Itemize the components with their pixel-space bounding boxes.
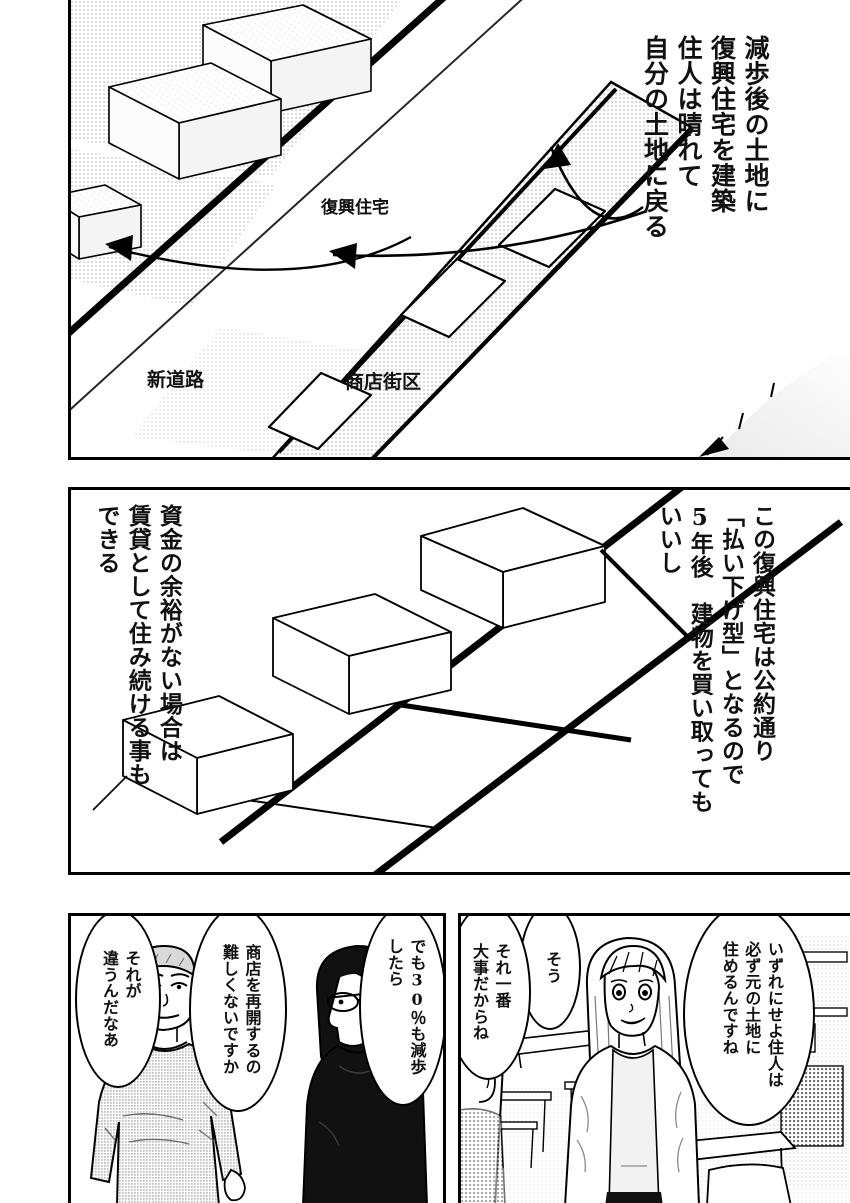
- label-new-road: 新道路: [147, 369, 205, 391]
- bubble-line: それ一番: [492, 943, 512, 1009]
- narration-line: 減歩後の土地に: [741, 35, 770, 214]
- bubble-line: 違うんだなあ: [100, 950, 119, 1048]
- bubble-line: それが: [122, 950, 142, 999]
- bubble-sore-ga-chigau: それが 違うんだなあ: [75, 916, 161, 1088]
- panel-1: 減歩後の土地に 復興住宅を建築 住人は晴れて 自分の土地に戻る 復興住宅 新道路…: [68, 0, 850, 460]
- bubble-line: 大事だからね: [470, 943, 489, 1041]
- bubble-line: いずれにせよ住人は: [764, 940, 784, 1088]
- bubble-line: 必ず元の土地に: [742, 940, 762, 1055]
- bubble-demo-30: でも30％も減歩 したら: [359, 916, 443, 1106]
- bubble-line: でも30％も減歩: [407, 937, 427, 1075]
- panel-1-narration: 減歩後の土地に 復興住宅を建築 住人は晴れて 自分の土地に戻る: [636, 35, 771, 239]
- panel-2: この復興住宅は公約通り 「払い下げ型」となるので 5年後 建物を買い取っても い…: [68, 487, 850, 875]
- bubble-izure-ni-seyo: いずれにせよ住人は 必ず元の土地に 住めるんですね: [683, 916, 815, 1126]
- panel-2-narration-right: この復興住宅は公約通り 「払い下げ型」となるので 5年後 建物を買い取っても い…: [651, 504, 776, 813]
- narration-line: 自分の土地に戻る: [640, 35, 670, 239]
- panel-3: それが 違うんだなあ 商店を再開するの 難しくないですか でも30％も減歩 した…: [68, 913, 446, 1203]
- panel-4: そう それ一番 大事だからね いずれにせよ住人は 必ず元の土地に 住めるんですね: [458, 913, 850, 1203]
- narration-line: 賃貸として住み続ける事も: [124, 504, 152, 786]
- narration-line: この復興住宅は公約通り: [748, 504, 776, 763]
- narration-line: できる: [93, 504, 121, 575]
- long-haired-woman-figure: [564, 936, 700, 1203]
- label-shopping-district: 商店街区: [345, 371, 422, 393]
- narration-line: 「払い下げ型」となるので: [717, 504, 745, 786]
- narration-line: いいし: [655, 504, 683, 575]
- bubble-line: 難しくないですか: [220, 943, 239, 1075]
- narration-line: 復興住宅を建築: [707, 35, 737, 214]
- panel-2-artwork: [71, 490, 850, 872]
- panel-2-narration-left: 資金の余裕がない場合は 賃貸として住み続ける事も できる: [89, 504, 182, 786]
- panel-1-artwork: [71, 0, 850, 457]
- bubble-line: 商店を再開するの: [242, 943, 262, 1075]
- bubble-line: したら: [385, 937, 404, 987]
- bubble-line: そう: [543, 950, 563, 984]
- label-reconstruction-housing: 復興住宅: [321, 198, 389, 218]
- narration-line: 5年後 建物を買い取っても: [686, 504, 714, 813]
- bubble-line: 住めるんですね: [719, 940, 739, 1055]
- narration-line: 住人は晴れて: [674, 35, 703, 188]
- narration-line: 資金の余裕がない場合は: [155, 504, 183, 763]
- bubble-shouten-saikai: 商店を再開するの 難しくないですか: [189, 916, 287, 1112]
